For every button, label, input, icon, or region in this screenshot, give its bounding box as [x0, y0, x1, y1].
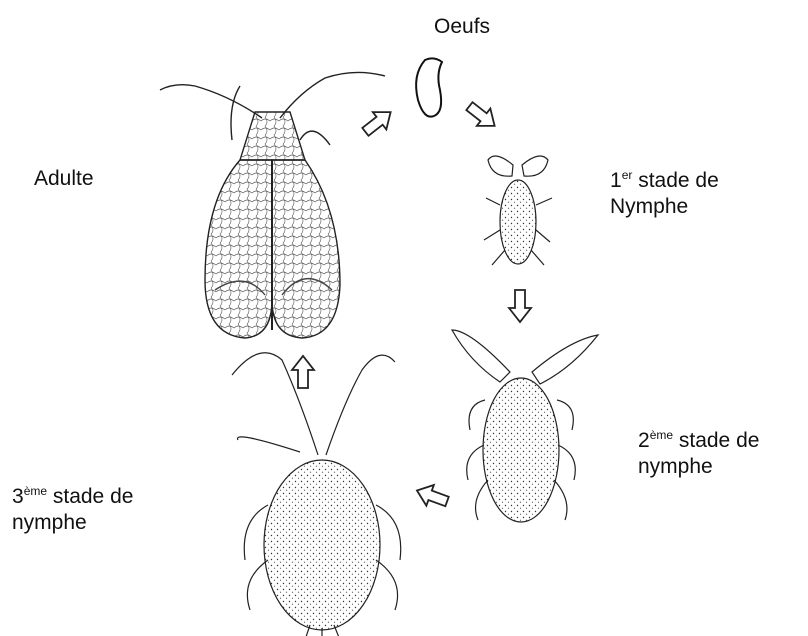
label-adult: Adulte — [34, 166, 94, 192]
label-third-nymph: 3ème stade de nymphe — [12, 484, 133, 536]
label-first-nymph-line2: Nymphe — [610, 194, 719, 220]
label-second-nymph-number: 2 — [638, 429, 650, 452]
arrow-third-nymph-to-adult — [292, 356, 314, 388]
arrow-second-to-third-nymph — [413, 480, 451, 512]
arrow-adult-to-eggs — [359, 103, 398, 140]
label-adult-text: Adulte — [34, 167, 94, 190]
first-nymph-illustration — [484, 156, 552, 265]
arrow-eggs-to-first-nymph — [463, 97, 502, 134]
label-third-nymph-ordinal: ème — [24, 484, 47, 498]
label-third-nymph-line2: nymphe — [12, 510, 133, 536]
label-second-nymph-line2: nymphe — [638, 454, 759, 480]
label-third-nymph-number: 3 — [12, 485, 24, 508]
label-eggs: Oeufs — [434, 14, 490, 40]
label-first-nymph-ordinal: er — [622, 168, 633, 182]
second-nymph-illustration — [452, 330, 598, 522]
label-second-nymph-ordinal: ème — [650, 428, 673, 442]
label-first-nymph: 1er stade de Nymphe — [610, 168, 719, 220]
arrow-first-to-second-nymph — [509, 290, 531, 322]
label-second-nymph-stage: stade de — [673, 429, 759, 452]
label-third-nymph-stage: stade de — [47, 485, 133, 508]
label-second-nymph: 2ème stade de nymphe — [638, 428, 759, 480]
third-nymph-illustration — [232, 353, 401, 636]
adult-insect-illustration — [160, 72, 385, 338]
egg-illustration — [416, 58, 442, 116]
label-eggs-text: Oeufs — [434, 15, 490, 38]
label-first-nymph-stage: stade de — [632, 169, 718, 192]
label-first-nymph-number: 1 — [610, 169, 622, 192]
